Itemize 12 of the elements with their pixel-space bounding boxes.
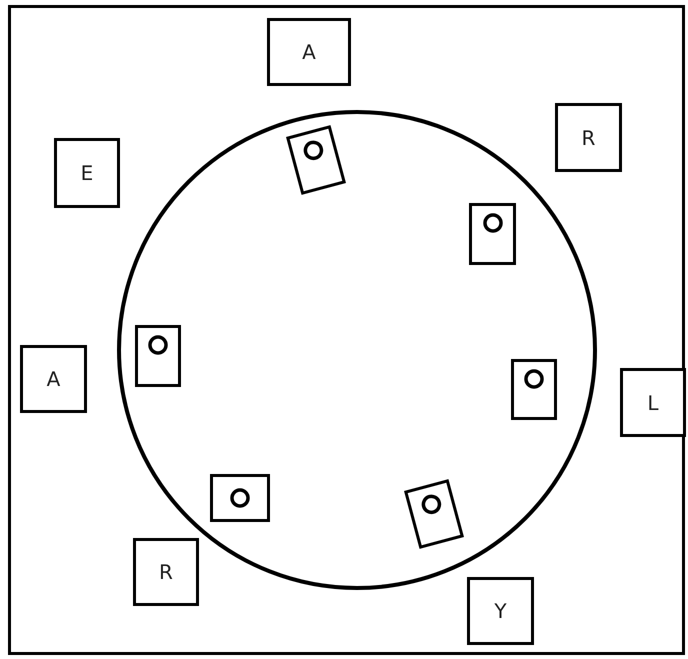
letter-tile: Y (467, 577, 534, 645)
letter-tile: L (620, 368, 686, 437)
small-box (469, 203, 516, 265)
small-box (210, 474, 270, 522)
letter-tile: E (54, 138, 120, 208)
letter-tile: R (133, 538, 199, 606)
circle-outline (117, 110, 597, 590)
small-box (135, 325, 181, 387)
letter-tile: A (20, 345, 87, 413)
small-box (511, 359, 557, 420)
letter-tile: A (267, 18, 351, 86)
letter-tile: R (555, 103, 622, 172)
